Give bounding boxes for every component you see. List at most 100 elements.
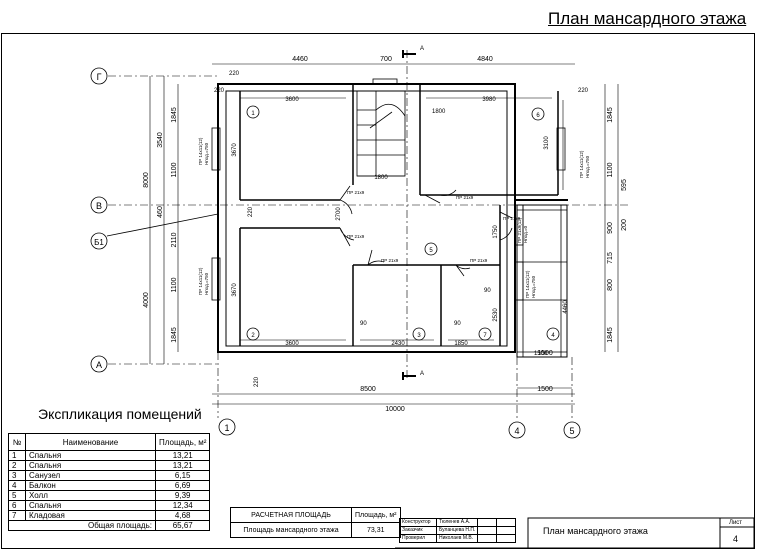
door-label-2: ПР 21х9 xyxy=(347,234,365,239)
window-sill-5: Нпод.=0 xyxy=(523,225,528,243)
cell-area: 13,21 xyxy=(154,460,211,471)
dim-inner-7: 1800 xyxy=(374,175,388,181)
explication-title: Экспликация помещений xyxy=(38,406,202,422)
title-block-name: План мансардного этажа xyxy=(543,526,648,536)
axis-label-a: А xyxy=(96,360,102,370)
door-label-5: ПР 21х9 xyxy=(470,258,488,263)
axis-lines xyxy=(108,50,630,420)
dim-inner-20: 4460 xyxy=(563,300,569,314)
dim-top-2: 700 xyxy=(380,56,392,63)
axis-label-4: 4 xyxy=(514,426,519,436)
cell-num: 7 xyxy=(8,510,26,521)
dim-inner-16: 90 xyxy=(360,321,367,327)
dim-left-1: 1845 xyxy=(171,107,178,123)
dim-inner-22: 90 xyxy=(484,288,491,294)
dim-inner-21: 1500 xyxy=(534,351,548,357)
sheet-frame xyxy=(1,33,755,549)
dim-inner-13: 3600 xyxy=(285,341,299,347)
dim-inner-2: 220 xyxy=(214,88,225,94)
cell-area: 4,68 xyxy=(154,510,211,521)
interior-walls xyxy=(239,84,559,346)
section-label-top: А xyxy=(420,46,424,52)
window-sill-3: Нпод.=750 xyxy=(585,155,590,178)
dim-left-7: 4000 xyxy=(143,292,150,308)
title-block-frame xyxy=(527,517,755,549)
sheet-label: Лист xyxy=(729,520,743,526)
axis-label-5: 5 xyxy=(569,426,574,436)
cell-name: Холл xyxy=(25,490,156,501)
cell-area: 9,39 xyxy=(154,490,211,501)
total-row: Общая площадь:65,67 xyxy=(8,520,211,531)
area-header-2: Площадь, м² xyxy=(351,507,401,523)
axis-label-b1: Б1 xyxy=(94,238,104,247)
dim-left-4: 8000 xyxy=(143,172,150,188)
total-area: 65,67 xyxy=(154,520,211,531)
window-sill-2: Нпод.=750 xyxy=(204,272,209,295)
dim-inner-8: 3670 xyxy=(232,143,238,157)
door-label-6: ПР 21х9 xyxy=(503,216,521,221)
dim-left-5: 460 xyxy=(157,206,164,218)
dim-right-1: 1845 xyxy=(607,107,614,123)
window-label-3: ПР 14х11(12) xyxy=(579,150,584,178)
cell-name: Спальня xyxy=(25,460,156,471)
dim-left-6: 2110 xyxy=(171,232,178,247)
dim-left-9: 1845 xyxy=(171,327,178,343)
window-label-1: ПР 14х11(12) xyxy=(198,137,203,165)
dim-left-2: 3540 xyxy=(157,132,164,148)
area-row-value: 73,31 xyxy=(351,522,401,538)
dim-inner-19: 2530 xyxy=(493,308,499,322)
page-title: План мансардного этажа xyxy=(548,9,747,28)
cell-num: 3 xyxy=(8,470,26,481)
dim-right-8: 1845 xyxy=(607,327,614,343)
dim-right-6: 715 xyxy=(607,252,614,264)
col-area: Площадь, м² xyxy=(154,433,211,451)
stamp-role: Проверил xyxy=(399,534,437,543)
section-marks xyxy=(402,50,416,380)
door-label-4: ПР 21х9 xyxy=(456,195,474,200)
area-table: РАСЧЕТНАЯ ПЛОЩАДЬ Площадь, м² Площадь ма… xyxy=(230,507,401,538)
window-label-2: ПР 14х11(12) xyxy=(198,267,203,295)
dim-bottom-1: 8500 xyxy=(360,386,376,393)
cell-name: Балкон xyxy=(25,480,156,491)
window-label-5: ПР 21х9(12) xyxy=(517,217,522,243)
axis-label-1: 1 xyxy=(224,423,229,433)
door-label-3: ПР 21х9 xyxy=(381,258,399,263)
dim-inner-18: 1750 xyxy=(493,225,499,239)
window-label-4: ПР 14х11(12) xyxy=(525,270,530,298)
dim-right-2: 1100 xyxy=(607,162,614,177)
balcony-railing xyxy=(517,205,567,357)
section-label-bottom: А xyxy=(420,371,424,377)
dim-inner-1: 220 xyxy=(229,71,240,77)
dim-right-3: 595 xyxy=(621,179,628,191)
dim-inner-9: 3100 xyxy=(544,136,550,150)
area-row-label: Площадь мансардного этажа xyxy=(230,522,352,538)
stamp-person: Николаев М.В. xyxy=(435,534,479,543)
cell-num: 1 xyxy=(8,450,26,461)
dim-top-1: 4460 xyxy=(292,56,308,63)
window-sill-4: Нпод.=750 xyxy=(531,275,536,298)
cell-num: 2 xyxy=(8,460,26,471)
cell-name: Санузел xyxy=(25,470,156,481)
dim-left-8: 1100 xyxy=(171,277,178,292)
dim-inner-3: 220 xyxy=(578,88,589,94)
stamp-role: Конструктор xyxy=(399,518,437,527)
room-label-2: 2 xyxy=(251,333,255,339)
dim-inner-5: 3980 xyxy=(482,97,496,103)
cell-num: 6 xyxy=(8,500,26,511)
cell-name: Спальня xyxy=(25,500,156,511)
dimension-lines xyxy=(149,63,619,405)
col-name: Наименование xyxy=(25,433,156,451)
door-label-1: ПР 21х9 xyxy=(347,190,365,195)
door-swings xyxy=(339,185,513,277)
dim-inner-10: 220 xyxy=(248,206,254,217)
dim-inner-15: 1850 xyxy=(454,341,468,347)
dim-inner-12: 3670 xyxy=(232,283,238,297)
dim-inner-11: 2700 xyxy=(336,207,342,221)
axis-label-v: В xyxy=(96,201,102,211)
room-label-7: 7 xyxy=(483,333,487,339)
sheet-number: 4 xyxy=(733,534,739,544)
